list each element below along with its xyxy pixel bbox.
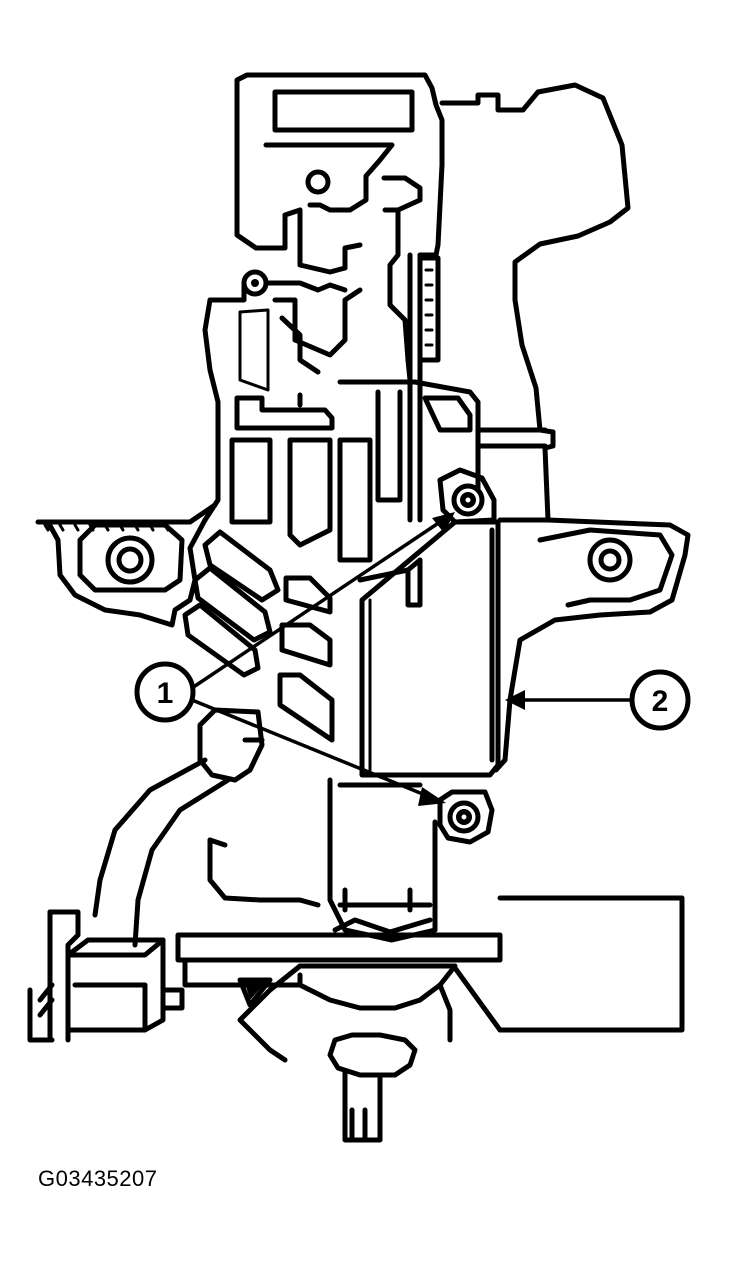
lower-beam [175, 932, 503, 963]
right-connector-box [497, 895, 685, 1033]
lower-bolt [447, 800, 481, 834]
leader-1-to-upper-bolt [191, 520, 441, 690]
left-connector [47, 909, 81, 1043]
leader-1-to-lower-bolt [191, 698, 431, 799]
upper-right-housing [439, 82, 631, 523]
lock-pin [305, 169, 331, 195]
shaft-end [327, 1032, 418, 1078]
callout-2: 2 [629, 669, 691, 731]
callout-2-number: 2 [652, 685, 669, 718]
callout-1: 1 [134, 661, 196, 723]
callout-1-number: 1 [157, 677, 174, 710]
figure-id: G03435207 [38, 1166, 158, 1191]
top-lock-block [234, 72, 445, 258]
top-lock-window [272, 89, 415, 133]
upper-bolt [451, 483, 485, 517]
left-mount-hole [105, 535, 155, 585]
right-mount-hole [587, 537, 633, 583]
